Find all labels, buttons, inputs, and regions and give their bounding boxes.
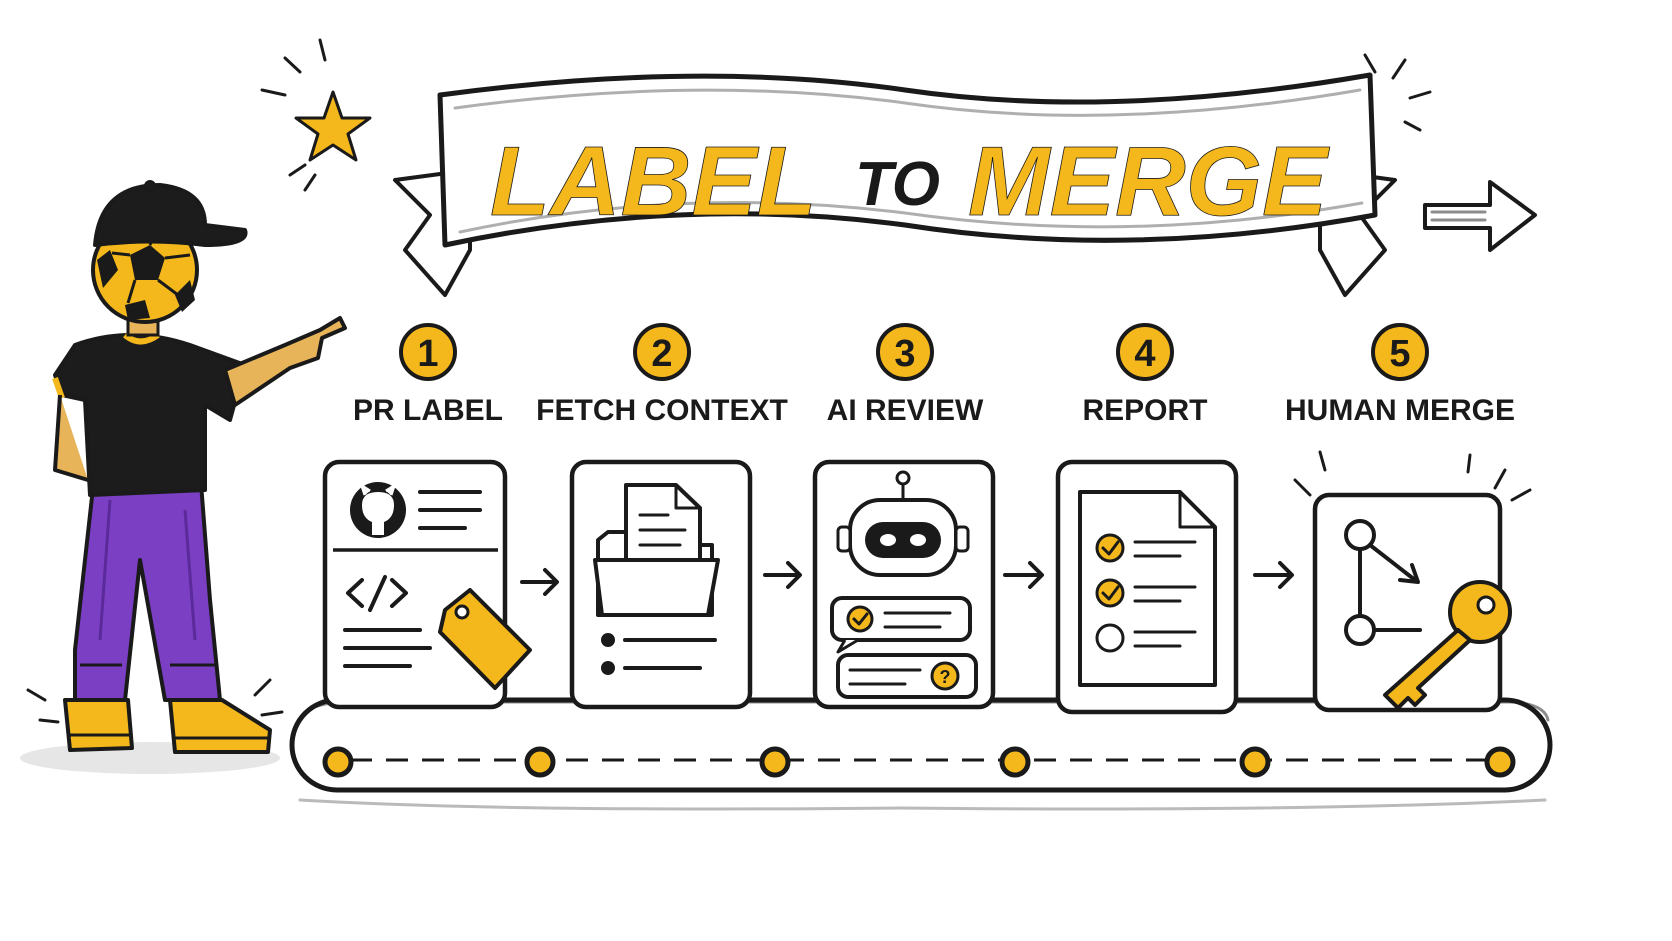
step-2-label: FETCH CONTEXT <box>536 394 788 427</box>
star-icon <box>260 38 372 192</box>
conveyor-roller-icon <box>759 746 791 778</box>
arrow-right-icon <box>520 568 559 596</box>
arrow-right-icon <box>1253 561 1294 589</box>
check-bubble-icon <box>830 596 972 654</box>
tag-icon <box>438 588 532 690</box>
step-2-header: 2 FETCH CONTEXT <box>536 323 788 427</box>
step-3-card: ? <box>812 459 996 710</box>
step-1-number: 1 <box>417 333 438 375</box>
folder-document-icon <box>593 483 720 617</box>
key-icon <box>1383 580 1512 710</box>
arrow-right-icon <box>763 561 802 589</box>
step-4-label: REPORT <box>1082 394 1207 427</box>
step-5-number: 5 <box>1389 333 1410 375</box>
title-banner: LABEL TO MERGE <box>393 72 1397 297</box>
conveyor-roller-icon <box>322 746 354 778</box>
conveyor-roller-icon <box>524 746 556 778</box>
step-1-label: PR LABEL <box>353 394 503 427</box>
title-word-label: LABEL <box>490 126 817 236</box>
step-5-card <box>1293 450 1532 713</box>
step-4-card <box>1055 459 1239 715</box>
title-word-merge: MERGE <box>968 126 1330 236</box>
step-3-number: 3 <box>894 333 915 375</box>
step-5-header: 5 HUMAN MERGE <box>1285 323 1515 427</box>
step-3-header: 3 AI REVIEW <box>827 323 984 427</box>
code-icon <box>346 575 408 612</box>
conveyor-roller-icon <box>1239 746 1271 778</box>
step-2-number: 2 <box>651 333 672 375</box>
robot-icon <box>836 470 970 577</box>
sparkle-lines-icon <box>1363 53 1432 132</box>
question-bubble-icon: ? <box>836 653 978 699</box>
step-2-card <box>569 459 753 710</box>
conveyor-roller-icon <box>1484 746 1516 778</box>
arrow-right-icon <box>1423 180 1537 252</box>
conveyor-roller-icon <box>999 746 1031 778</box>
github-icon <box>350 482 406 538</box>
svg-text:?: ? <box>940 667 951 687</box>
step-1-card <box>322 459 532 710</box>
step-4-number: 4 <box>1134 333 1155 375</box>
checklist-report-icon <box>1078 490 1217 687</box>
merge-icon <box>1344 519 1422 646</box>
step-1-header: 1 PR LABEL <box>353 323 503 427</box>
arrow-right-icon <box>1003 561 1044 589</box>
title-word-to: TO <box>855 150 940 219</box>
mascot-character <box>20 180 347 774</box>
conveyor-belt <box>289 697 1553 811</box>
step-4-header: 4 REPORT <box>1082 323 1208 427</box>
step-5-label: HUMAN MERGE <box>1285 394 1515 427</box>
step-3-label: AI REVIEW <box>827 394 984 427</box>
